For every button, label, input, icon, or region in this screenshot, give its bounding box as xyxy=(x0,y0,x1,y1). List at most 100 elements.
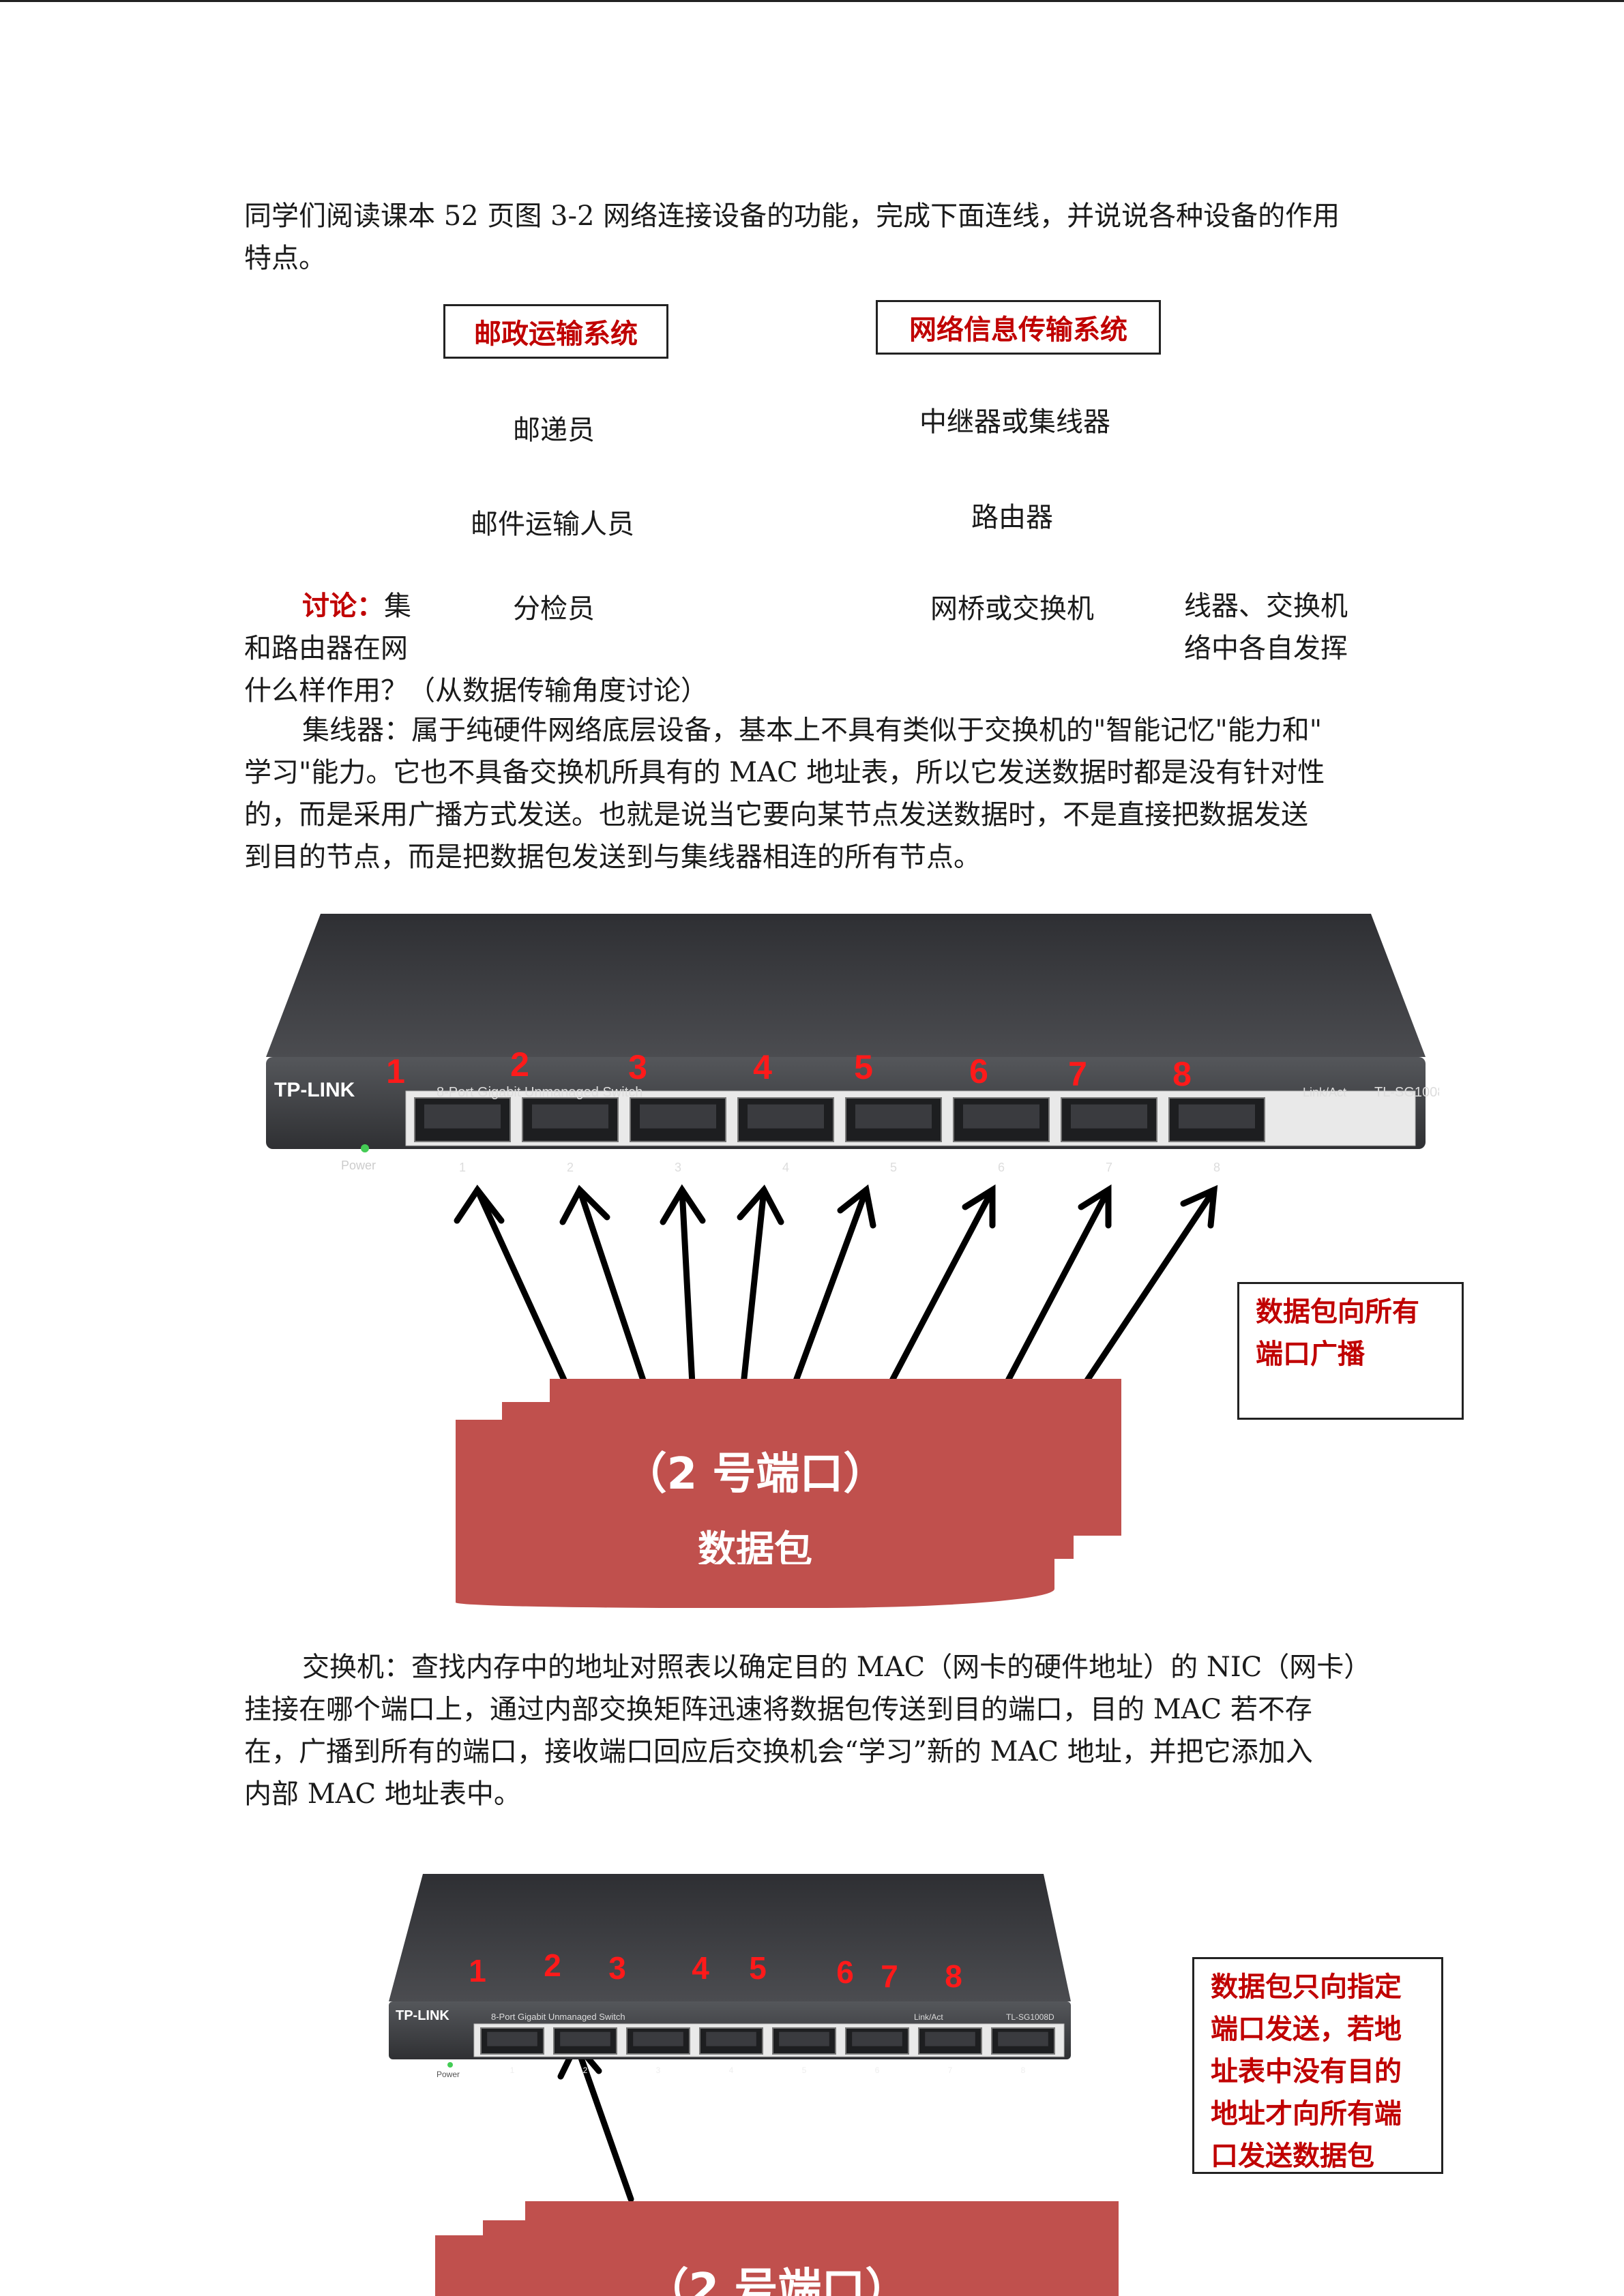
ethernet-port-6 xyxy=(953,1097,1050,1142)
switch-line: 在，广播到所有的端口，接收端口回应后交换机会“学习”新的 MAC 地址，并把它添… xyxy=(244,1736,1313,1768)
ethernet-port-4 xyxy=(737,1097,834,1142)
port-number-red: 3 xyxy=(608,1950,626,1986)
port-number-small: 8 xyxy=(1213,1161,1220,1174)
ethernet-port-5 xyxy=(772,2027,836,2055)
model-label: TL-SG1008D xyxy=(1006,2012,1054,2022)
packet-banner-front xyxy=(435,2235,1119,2296)
ethernet-port-2 xyxy=(522,1097,619,1142)
port-number-small: 2 xyxy=(567,1161,574,1174)
unicast-note-text: 数据包只向指定端口发送，若地址表中没有目的地址才向所有端口发送数据包 xyxy=(1211,1971,1402,2172)
port-number-small: 8 xyxy=(1021,2066,1026,2075)
right-item-bridge-switch: 网桥或交换机 xyxy=(930,593,1094,625)
port-number-red: 6 xyxy=(836,1954,854,1990)
hub-line: 到目的节点，而是把数据包发送到与集线器相连的所有节点。 xyxy=(244,841,981,873)
left-item-mail-carrier: 邮递员 xyxy=(513,415,595,446)
model-desc-label: 8-Port Gigabit Unmanaged Switch xyxy=(491,2012,625,2022)
switch-line: 内部 MAC 地址表中。 xyxy=(244,1778,521,1810)
power-led xyxy=(447,2062,453,2068)
model-desc-label: 8-Port Gigabit Unmanaged Switch xyxy=(437,1085,643,1100)
port-number-red: 2 xyxy=(544,1948,561,1983)
port-number-red: 6 xyxy=(969,1052,988,1090)
port-number-red: 5 xyxy=(854,1048,873,1086)
right-item-router: 路由器 xyxy=(971,502,1053,533)
port-number-small: 3 xyxy=(656,2066,661,2075)
left-header-box: 邮政运输系统 xyxy=(443,304,668,359)
broadcast-note: 数据包向所有端口广播 xyxy=(1237,1282,1464,1420)
port-number-red: 2 xyxy=(510,1045,529,1084)
port-number-small: 6 xyxy=(875,2066,880,2075)
discussion-label-line: 讨论：集 xyxy=(302,584,411,623)
small-port-numbers: 1 2 3 4 5 6 7 8 xyxy=(510,2066,1026,2075)
banner-port-label: （2 号端口） xyxy=(623,1449,887,1500)
ethernet-port-8 xyxy=(1168,1097,1265,1142)
discussion-text: 和路由器在网 xyxy=(244,633,408,664)
ethernet-port-5 xyxy=(845,1097,942,1142)
hub-line: 集线器：属于纯硬件网络底层设备，基本上不具有类似于交换机的"智能记忆"能力和" xyxy=(302,715,1323,746)
model-label: TL-SG1008D xyxy=(1374,1085,1439,1100)
hub-line: 的，而是采用广播方式发送。也就是说当它要向某节点发送数据时，不是直接把数据发送 xyxy=(244,799,1308,831)
discussion-text: 络中各自发挥 xyxy=(1184,633,1348,664)
switch-line: 挂接在哪个端口上，通过内部交换矩阵迅速将数据包传送到目的端口，目的 MAC 若不… xyxy=(244,1694,1312,1725)
port-number-small: 4 xyxy=(782,1161,789,1174)
port-number-small: 1 xyxy=(510,2066,515,2075)
switch-image-2: TP-LINK 8-Port Gigabit Unmanaged Switch … xyxy=(389,1874,1071,2079)
port-number-red: 4 xyxy=(692,1950,709,1986)
hub-paragraph: 集线器：属于纯硬件网络底层设备，基本上不具有类似于交换机的"智能记忆"能力和" … xyxy=(244,709,1383,878)
banner-port-label: （2 号端口） xyxy=(645,2265,909,2296)
ethernet-port-6 xyxy=(845,2027,909,2055)
right-header-box: 网络信息传输系统 xyxy=(876,300,1161,355)
switch-top-surface xyxy=(266,914,1426,1057)
intro-line: 同学们阅读课本 52 页图 3-2 网络连接设备的功能，完成下面连线，并说说各种… xyxy=(244,200,1340,232)
hub-line: 学习"能力。它也不具备交换机所具有的 MAC 地址表，所以它发送数据时都是没有针… xyxy=(244,757,1325,788)
port-number-red: 8 xyxy=(1172,1055,1192,1093)
port-number-red: 4 xyxy=(753,1048,772,1086)
power-label: Power xyxy=(437,2070,460,2079)
ethernet-port-3 xyxy=(626,2027,690,2055)
discussion-question: 什么样作用？（从数据传输角度讨论） xyxy=(244,675,708,706)
power-label: Power xyxy=(341,1159,376,1172)
right-header: 网络信息传输系统 xyxy=(909,314,1127,346)
page-top-border xyxy=(0,0,1624,2)
port-number-small: 1 xyxy=(459,1161,466,1174)
port-number-red: 1 xyxy=(386,1052,405,1090)
port-number-small: 5 xyxy=(890,1161,897,1174)
link-act-label: Link/Act xyxy=(1303,1086,1346,1099)
switch-top-surface xyxy=(389,1874,1071,2001)
ethernet-port-7 xyxy=(918,2027,982,2055)
unicast-note: 数据包只向指定端口发送，若地址表中没有目的地址才向所有端口发送数据包 xyxy=(1192,1957,1443,2174)
port-number-small: 5 xyxy=(802,2066,807,2075)
discussion-label: 讨论： xyxy=(302,590,384,622)
left-header: 邮政运输系统 xyxy=(474,318,638,350)
port-number-red: 3 xyxy=(628,1048,647,1086)
switch-image-1: TP-LINK 8-Port Gigabit Unmanaged Switch … xyxy=(266,914,1439,1174)
port-number-red: 8 xyxy=(945,1958,962,1994)
switch-line: 交换机：查找内存中的地址对照表以确定目的 MAC（网卡的硬件地址）的 NIC（网… xyxy=(302,1652,1372,1683)
switch-paragraph: 交换机：查找内存中的地址对照表以确定目的 MAC（网卡的硬件地址）的 NIC（网… xyxy=(244,1646,1383,1815)
brand-label: TP-LINK xyxy=(396,2008,449,2023)
packet-banner-front xyxy=(456,1420,1054,1608)
port-number-red: 7 xyxy=(881,1958,898,1994)
right-item-repeater-hub: 中继器或集线器 xyxy=(919,406,1110,438)
ethernet-port-1 xyxy=(480,2027,544,2055)
left-item-sorter: 分检员 xyxy=(513,593,595,625)
discussion-text: 线器、交换机 xyxy=(1184,591,1348,622)
port-number-red: 5 xyxy=(749,1950,767,1986)
intro-paragraph: 同学们阅读课本 52 页图 3-2 网络连接设备的功能，完成下面连线，并说说各种… xyxy=(244,195,1383,280)
brand-label: TP-LINK xyxy=(274,1079,355,1101)
banner-packet-label: 数据包 xyxy=(698,1528,812,1564)
port-number-small: 2 xyxy=(583,2066,588,2075)
left-item-mail-transport: 邮件运输人员 xyxy=(471,509,634,540)
port-number-small: 7 xyxy=(948,2066,953,2075)
ethernet-port-3 xyxy=(630,1097,726,1142)
ethernet-port-7 xyxy=(1061,1097,1157,1142)
ports-group xyxy=(414,1097,1265,1142)
ethernet-port-8 xyxy=(991,2027,1055,2055)
port-number-small: 4 xyxy=(729,2066,734,2075)
ethernet-port-2 xyxy=(553,2027,617,2055)
discussion-text: 集 xyxy=(384,591,411,622)
port-number-small: 6 xyxy=(998,1161,1005,1174)
port-number-small: 3 xyxy=(675,1161,681,1174)
intro-line: 特点。 xyxy=(244,243,326,274)
